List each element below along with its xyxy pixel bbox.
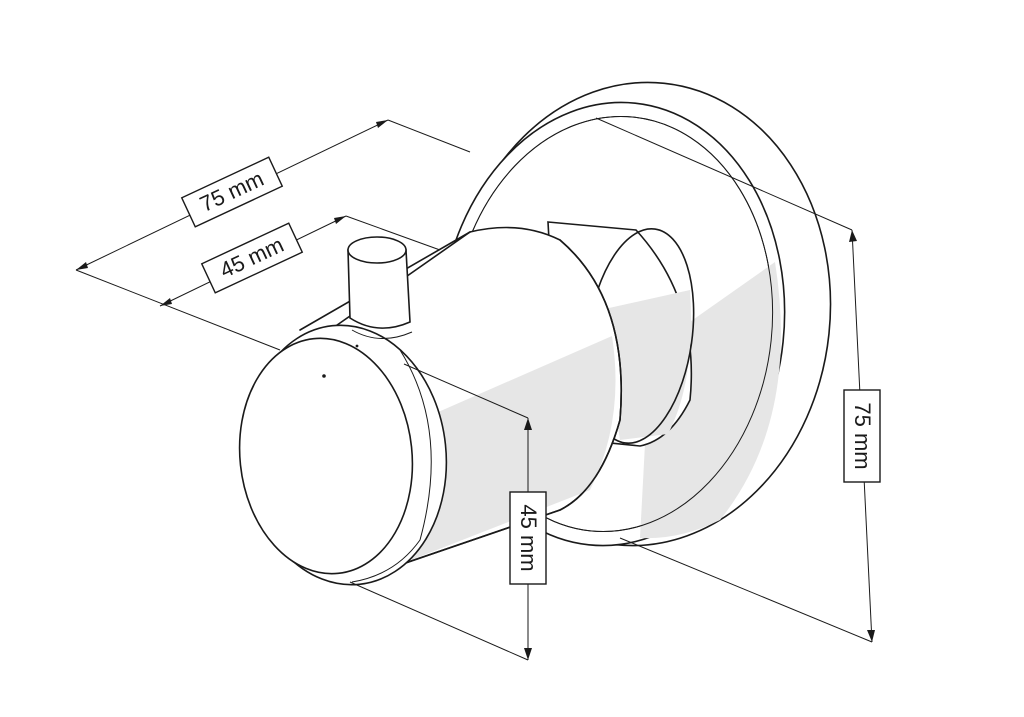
dimension-flange-diameter: 75 mm: [595, 117, 881, 643]
front-cap: [238, 324, 448, 586]
center-mark: [322, 374, 326, 378]
label-body-diameter: 45 mm: [516, 504, 541, 571]
top-pin: [347, 236, 413, 340]
dimension-body-diameter: 45 mm: [349, 363, 547, 661]
label-flange-diameter: 75 mm: [850, 402, 875, 469]
detail-mark: [355, 344, 359, 348]
